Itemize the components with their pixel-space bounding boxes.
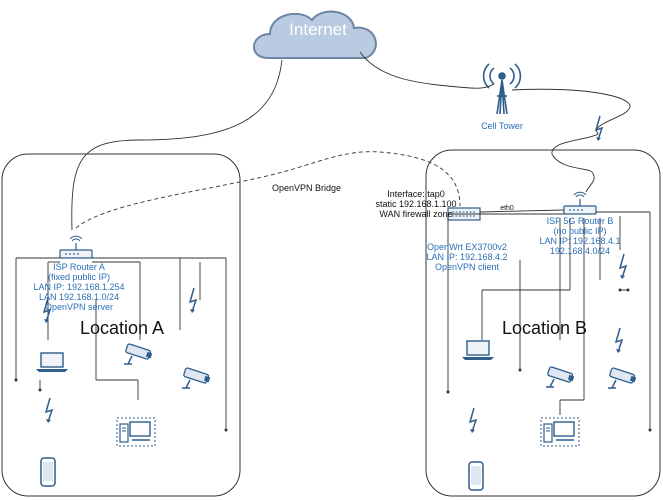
camera-b2-icon: [607, 366, 637, 389]
desktop-a-icon: [116, 417, 156, 447]
laptop-b-icon: [461, 340, 495, 361]
location-a-frame: [1, 153, 241, 497]
cell-tower-icon: [482, 63, 522, 115]
interface-note-line: static 192.168.1.100: [375, 199, 457, 209]
router-b-line: (no public IP): [553, 226, 607, 236]
phone-b-icon: [468, 461, 484, 491]
eth0-link: [479, 209, 565, 213]
router-b-line: ISP 5G Router B: [546, 216, 614, 226]
router-b-icon: [563, 191, 597, 215]
interface-note-line: WAN firewall zone: [379, 209, 453, 219]
vpn-bridge-link: [75, 151, 461, 229]
openwrt-label: OpenWrt EX3700v2 LAN IP: 192.168.4.2 Ope…: [424, 242, 510, 272]
location-b-lines: [447, 211, 651, 430]
router-a-line: ISP Router A: [53, 262, 105, 272]
interface-note-line: Interface: tap0: [387, 189, 445, 199]
desktop-b-icon: [540, 417, 580, 447]
interface-note: Interface: tap0 static 192.168.1.100 WAN…: [370, 189, 462, 219]
router-b-label: ISP 5G Router B (no public IP) LAN IP: 1…: [532, 216, 628, 256]
location-a-lines: [15, 257, 227, 430]
vpn-bridge-label: OpenVPN Bridge: [272, 183, 342, 193]
phone-a-icon: [40, 457, 56, 487]
link-internet-tower: [359, 51, 495, 89]
location-a-label: Location A: [80, 318, 165, 338]
router-a-icon: [59, 235, 93, 259]
camera-b1-icon: [545, 365, 575, 388]
laptop-a-icon: [35, 352, 69, 373]
internet-cloud-icon: [253, 10, 377, 59]
router-a-line: (fixed public IP): [47, 272, 111, 282]
location-b-label: Location B: [502, 318, 588, 338]
openwrt-line: OpenWrt EX3700v2: [427, 242, 507, 252]
eth0-label: eth0: [500, 205, 514, 212]
router-a-line: OpenVPN server: [44, 302, 114, 312]
openwrt-line: OpenVPN client: [434, 262, 500, 272]
router-a-line: LAN IP: 192.168.1.254: [33, 282, 125, 292]
router-b-line: LAN IP: 192.168.4.1: [539, 236, 621, 246]
internet-label: Internet: [289, 20, 347, 39]
link-internet-router-a: [71, 59, 283, 231]
location-b-frame: [425, 149, 661, 497]
link-tower-router-b: [511, 88, 631, 193]
cell-tower-label: Cell Tower: [481, 121, 523, 131]
camera-a1-icon: [123, 342, 153, 365]
openwrt-line: LAN IP: 192.168.4.2: [426, 252, 508, 262]
router-a-line: LAN 192.168.1.0/24: [38, 292, 120, 302]
camera-a2-icon: [181, 366, 211, 389]
router-a-label: ISP Router A (fixed public IP) LAN IP: 1…: [24, 262, 134, 312]
router-b-line: 192.168.4.0/24: [549, 246, 611, 256]
